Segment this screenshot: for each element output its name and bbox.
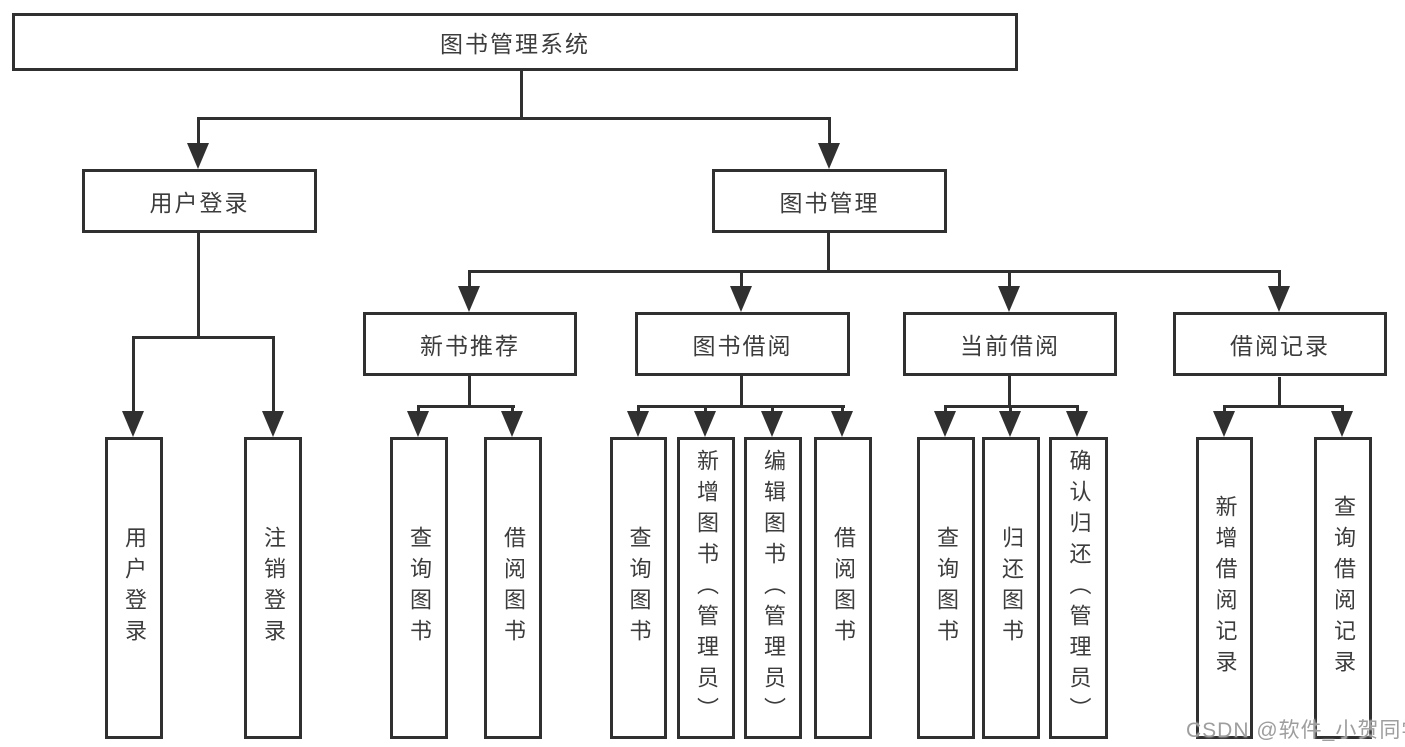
leaf-label: 借阅图书 [831,526,856,650]
node-borrow-records: 借阅记录 [1173,312,1387,376]
connector-leaf-shaft [841,405,844,415]
arrow-down-icon [694,411,716,437]
connector-leaf-shaft [1223,405,1226,415]
leaf-query-book-current: 查询图书 [917,437,975,739]
leaf-label: 归还图书 [999,526,1024,650]
node-library-system: 图书管理系统 [12,13,1018,71]
node-new-book-recommend: 新书推荐 [363,312,577,376]
connector-user-login-bar [133,336,274,339]
leaf-edit-book-admin: 编辑图书（管理员） [744,437,802,739]
leaf-label: 编辑图书（管理员） [761,448,786,728]
node-book-management: 图书管理 [712,169,947,233]
node-current-borrow: 当前借阅 [903,312,1117,376]
connector-leaf-shaft [417,405,420,415]
leaf-borrow-book: 借阅图书 [814,437,872,739]
leaf-label: 新增图书（管理员） [694,448,719,728]
arrow-down-icon [262,411,284,437]
connector-recommend-bar [417,405,515,408]
connector-leaf-shaft [511,405,514,415]
leaf-confirm-return-admin: 确认归还（管理员） [1049,437,1108,739]
connector-user-login-shaft [197,117,200,147]
connector-leaf-shaft [944,405,947,415]
leaf-add-borrow-record: 新增借阅记录 [1196,437,1253,739]
leaf-borrow-book-recommend: 借阅图书 [484,437,542,739]
leaf-label: 查询借阅记录 [1331,495,1356,681]
node-label: 借阅记录 [1230,333,1330,359]
arrow-down-icon [122,411,144,437]
connector-user-login-stub [197,233,200,339]
leaf-user-login: 用户登录 [105,437,163,739]
node-label: 图书管理系统 [440,31,590,57]
leaf-query-book-borrow: 查询图书 [610,437,667,739]
connector-records-stub [1278,377,1281,408]
arrow-down-icon [458,286,480,312]
connector-leaf-shaft [771,405,774,415]
arrow-down-icon [1213,411,1235,437]
connector-leaf-shaft [704,405,707,415]
connector-section-shaft [468,270,471,290]
leaf-logout: 注销登录 [244,437,302,739]
leaf-return-book: 归还图书 [982,437,1040,739]
leaf-label: 用户登录 [122,526,147,650]
connector-leaf-shaft [1076,405,1079,415]
connector-leaf-shaft [637,405,640,415]
arrow-down-icon [1331,411,1353,437]
connector-book-mgmt-shaft [828,117,831,147]
arrow-down-icon [187,143,209,169]
arrow-down-icon [407,411,429,437]
leaf-query-book-recommend: 查询图书 [390,437,448,739]
arrow-down-icon [761,411,783,437]
connector-borrow-stub [740,376,743,408]
connector-leaf-shaft [132,336,135,414]
leaf-label: 查询图书 [626,526,652,650]
arrow-down-icon [501,411,523,437]
connector-recommend-stub [468,376,471,408]
leaf-query-borrow-record: 查询借阅记录 [1314,437,1372,739]
leaf-label: 查询图书 [407,526,432,650]
connector-root-stub [520,70,523,119]
connector-section-shaft [1008,270,1011,290]
arrow-down-icon [1268,286,1290,312]
connector-leaf-shaft [1341,405,1344,415]
node-label: 图书借阅 [692,333,793,359]
leaf-label: 注销登录 [261,526,286,650]
arrow-down-icon [1066,411,1088,437]
connector-leaf-shaft [272,336,275,414]
connector-leaf-shaft [1009,405,1012,415]
arrow-down-icon [934,411,956,437]
node-user-login: 用户登录 [82,169,317,233]
connector-borrow-bar [637,405,845,408]
connector-section-shaft [1278,270,1281,290]
connector-records-bar [1223,405,1344,408]
node-book-borrow: 图书借阅 [635,312,850,376]
arrow-down-icon [999,411,1021,437]
node-label: 用户登录 [149,190,250,216]
leaf-label: 借阅图书 [501,526,526,650]
connector-level1-bar [197,117,831,120]
leaf-label: 查询图书 [934,526,959,650]
arrow-down-icon [998,286,1020,312]
csdn-watermark: CSDN @软件_小贺同学 [1186,719,1405,742]
node-label: 新书推荐 [420,333,520,359]
arrow-down-icon [627,411,649,437]
arrow-down-icon [730,286,752,312]
leaf-label: 新增借阅记录 [1212,495,1238,681]
leaf-add-book-admin: 新增图书（管理员） [677,437,735,739]
connector-current-stub [1008,376,1011,408]
connector-section-shaft [740,270,743,290]
connector-book-mgmt-stub [827,233,830,273]
node-label: 图书管理 [779,190,880,216]
node-label: 当前借阅 [960,333,1060,359]
arrow-down-icon [831,411,853,437]
leaf-label: 确认归还（管理员） [1066,448,1092,728]
arrow-down-icon [818,143,840,169]
connector-level2-bar [468,270,1281,273]
